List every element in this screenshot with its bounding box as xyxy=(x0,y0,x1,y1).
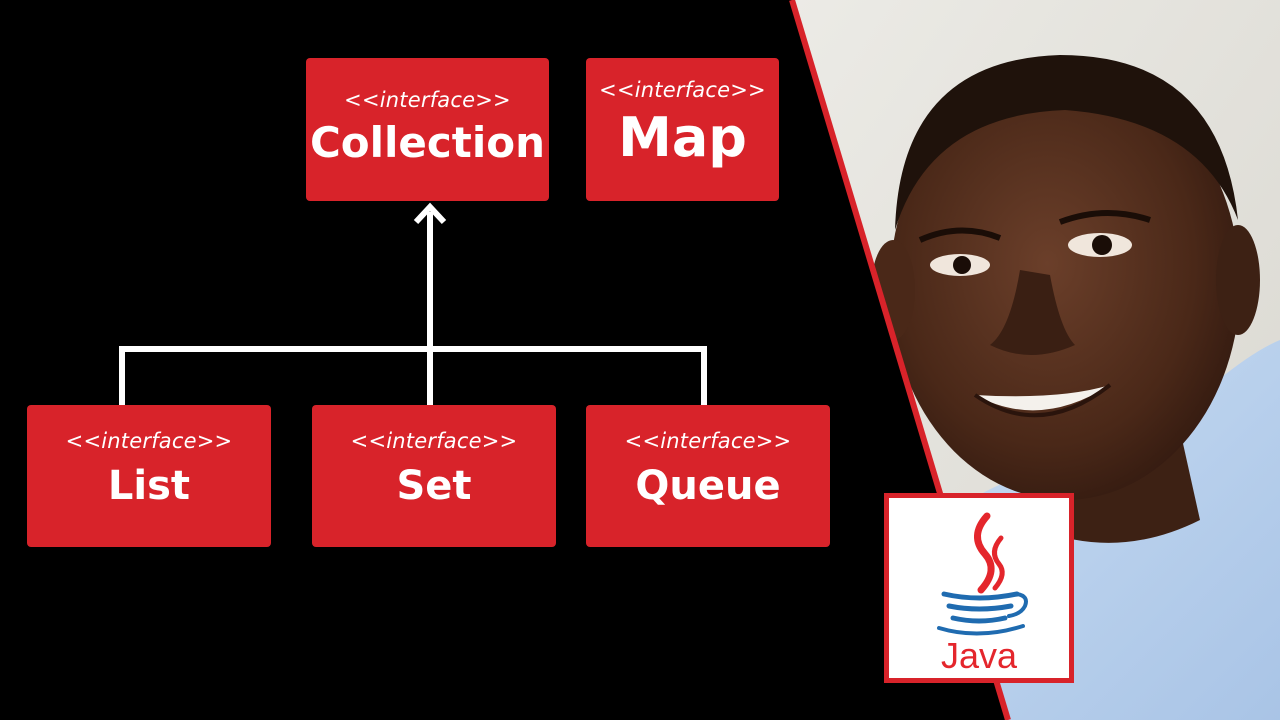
collection-interface-box: <<interface>> Collection xyxy=(306,58,549,201)
map-label: Map xyxy=(618,106,747,169)
collection-label: Collection xyxy=(309,118,546,167)
list-label: List xyxy=(107,463,191,509)
stereotype-label: <<interface>> xyxy=(65,429,233,453)
branch-line xyxy=(119,346,707,405)
list-interface-box: <<interface>> List xyxy=(27,405,271,547)
java-logo-text: Java xyxy=(941,635,1018,676)
arrow-head xyxy=(413,202,447,225)
set-label: Set xyxy=(396,463,472,509)
map-interface-box: <<interface>> Map xyxy=(586,58,779,201)
java-logo: Java xyxy=(884,493,1074,683)
set-interface-box: <<interface>> Set xyxy=(312,405,556,547)
queue-interface-box: <<interface>> Queue xyxy=(586,405,830,547)
java-cup-icon: Java xyxy=(937,512,1028,676)
stereotype-label: <<interface>> xyxy=(350,429,518,453)
queue-label: Queue xyxy=(635,463,781,509)
stereotype-label: <<interface>> xyxy=(599,78,766,102)
stereotype-label: <<interface>> xyxy=(624,429,792,453)
stereotype-label: <<interface>> xyxy=(344,88,511,112)
